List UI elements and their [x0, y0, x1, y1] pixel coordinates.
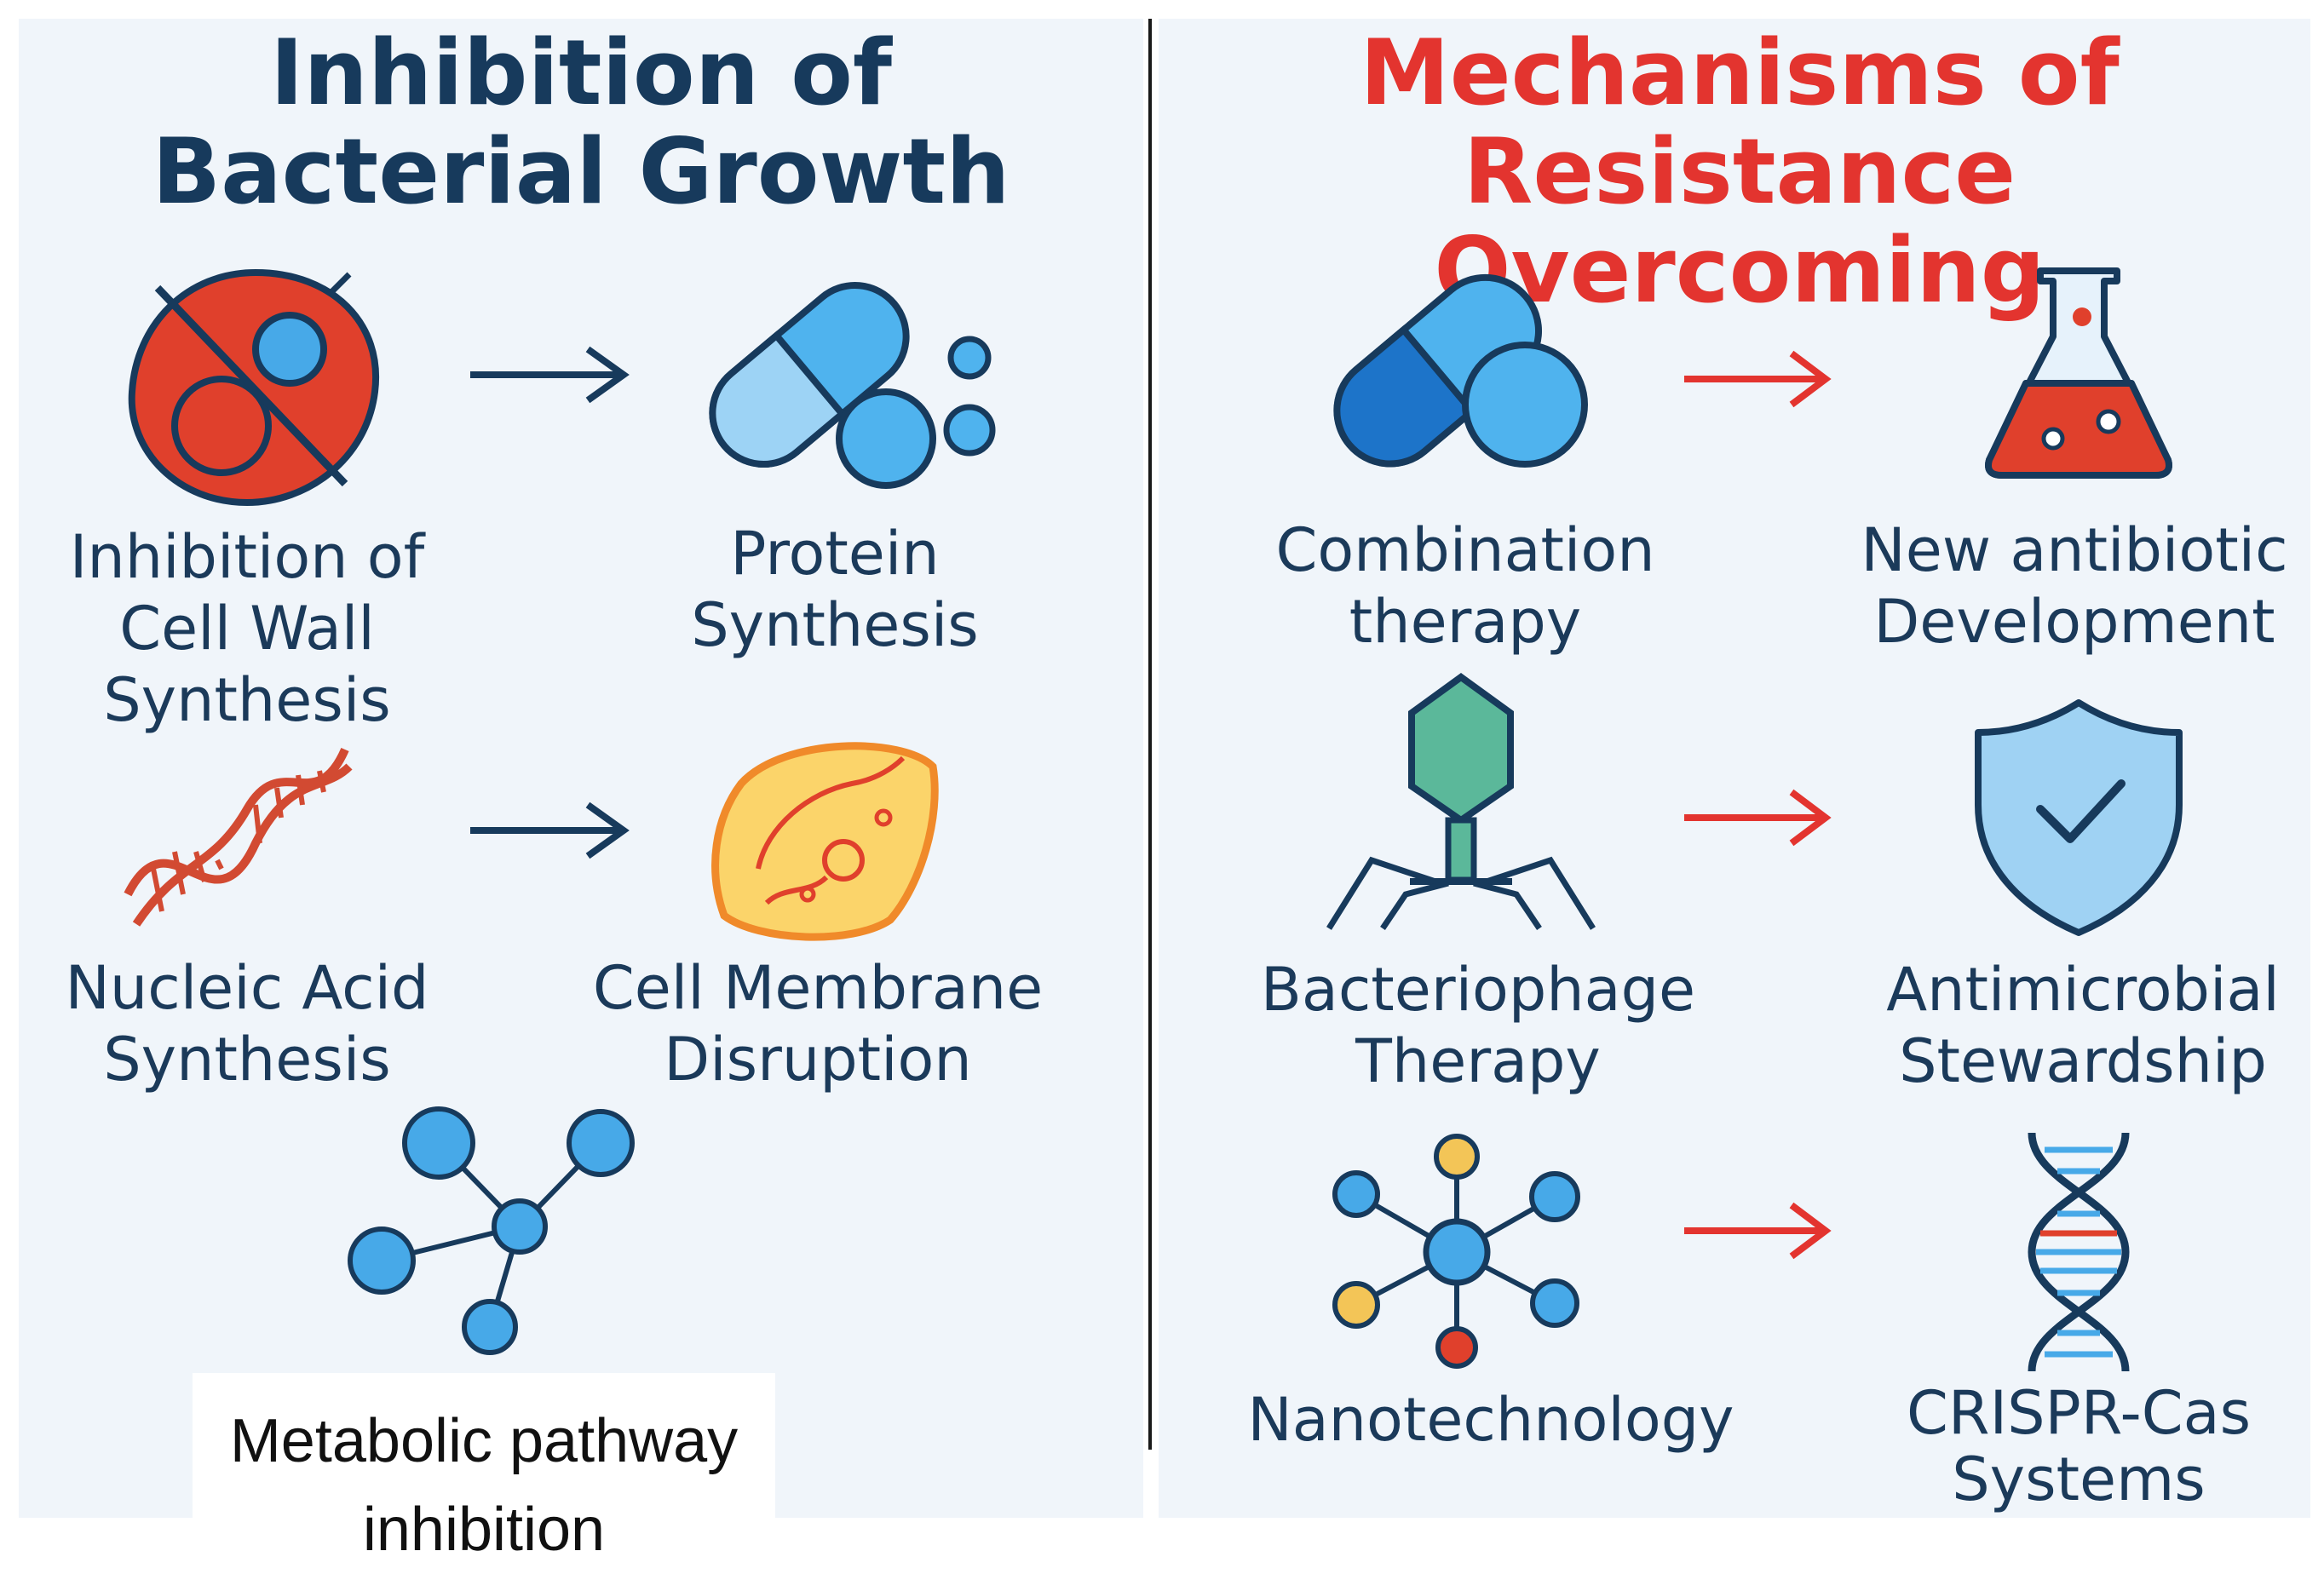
right-title-line-1: Mechanisms of — [1360, 20, 2120, 125]
bacterial-cell-icon — [128, 268, 380, 507]
right-title-line-2: Resistance Overcoming — [1434, 119, 2045, 323]
center-divider — [1148, 19, 1152, 1450]
label-nanotechnology: Nanotechnology — [1235, 1384, 1746, 1456]
label-line: Protein — [730, 519, 940, 589]
label-new-antibiotic-development: New antibiotic Development — [1840, 514, 2309, 658]
bacteriophage-icon — [1326, 673, 1596, 930]
label-combination-therapy: Combination therapy — [1235, 514, 1695, 658]
label-crispr-cas-systems: CRISPR-Cas Systems — [1857, 1380, 2300, 1513]
crispr-dna-icon — [2028, 1132, 2130, 1372]
dna-helix-icon — [124, 747, 353, 927]
molecule-network-icon — [348, 1106, 635, 1355]
label-line: Therapy — [1355, 1026, 1601, 1096]
label-cell-membrane-disruption: Cell Membrane Disruption — [579, 952, 1056, 1095]
arrow-icon — [1684, 1202, 1832, 1260]
label-protein-synthesis: Protein Synthesis — [622, 518, 1048, 661]
arrow-icon — [470, 801, 630, 859]
label-line: Combination — [1275, 515, 1655, 585]
left-panel-title: Inhibition of Bacterial Growth — [19, 24, 1143, 221]
membrane-cell-icon — [711, 742, 939, 941]
label-line: Antimicrobial — [1886, 955, 2280, 1025]
label-metabolic-pathway-inhibition: Metabolic pathway inhibition — [193, 1397, 775, 1574]
label-line: Synthesis — [691, 590, 979, 660]
label-line: inhibition — [362, 1496, 606, 1564]
arrow-icon — [470, 346, 630, 404]
nanoparticle-network-icon — [1332, 1134, 1580, 1369]
right-panel-title: Mechanisms of Resistance Overcoming — [1169, 24, 2310, 320]
arrow-icon — [1684, 350, 1832, 408]
label-line: Development — [1873, 587, 2275, 657]
arrow-icon — [1684, 789, 1832, 847]
label-antimicrobial-stewardship: Antimicrobial Stewardship — [1849, 954, 2317, 1097]
shield-check-icon — [1975, 699, 2183, 936]
label-line: Nanotechnology — [1247, 1385, 1734, 1455]
label-line: Synthesis — [103, 665, 391, 735]
label-line: Cell Wall — [119, 594, 375, 663]
label-line: Nucleic Acid — [65, 953, 429, 1023]
metabolic-label-box — [193, 1373, 775, 1546]
label-line: Cell Membrane — [592, 953, 1044, 1023]
left-title-line-2: Bacterial Growth — [152, 119, 1010, 224]
label-line: Systems — [1952, 1445, 2206, 1514]
left-panel — [19, 19, 1143, 1518]
label-line: therapy — [1349, 587, 1582, 657]
label-line: New antibiotic — [1861, 515, 2288, 585]
label-line: CRISPR-Cas — [1906, 1378, 2252, 1448]
label-line: Synthesis — [103, 1025, 391, 1094]
label-line: Bacteriophage — [1260, 955, 1696, 1025]
label-line: Metabolic pathway — [229, 1407, 739, 1475]
label-nucleic-acid-synthesis: Nucleic Acid Synthesis — [26, 952, 469, 1095]
label-cell-wall-inhibition: Inhibition of Cell Wall Synthesis — [34, 521, 460, 736]
left-title-line-1: Inhibition of — [269, 20, 893, 125]
label-bacteriophage-therapy: Bacteriophage Therapy — [1235, 954, 1721, 1097]
label-line: Disruption — [664, 1025, 972, 1094]
flask-icon — [1985, 267, 2172, 479]
label-line: Stewardship — [1899, 1026, 2267, 1096]
pill-capsule-icon — [709, 282, 996, 489]
combination-pills-icon — [1333, 273, 1588, 468]
label-line: Inhibition of — [69, 522, 425, 592]
